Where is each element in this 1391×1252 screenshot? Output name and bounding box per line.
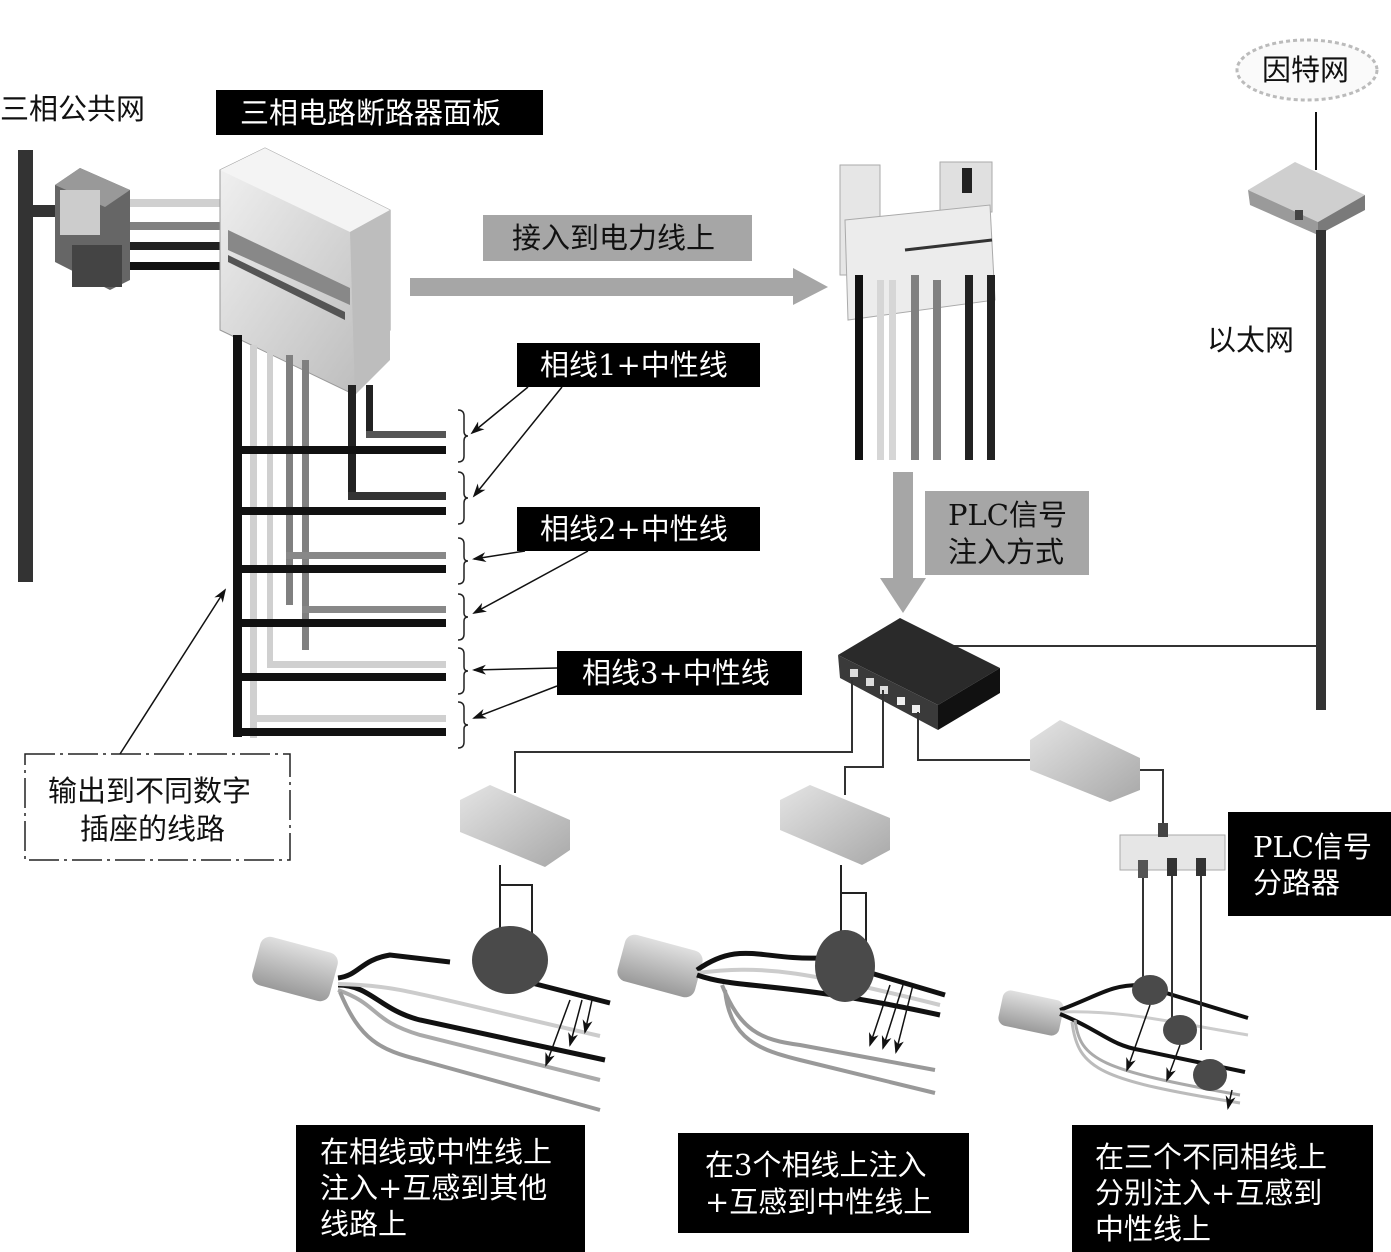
internet-cloud-icon [1235,38,1379,102]
plc-modem-icon [838,618,1000,730]
injection-down-arrow [880,472,926,613]
phase-pointer-arrows [470,386,589,719]
phase1-label-box [517,343,760,387]
connect-powerline-label-box [483,215,752,261]
phase3-label: 相线3+中性线 [582,656,770,690]
plc-splitter-icon [1119,823,1226,878]
method1-caption-line1: 在相线或中性线上 [320,1135,552,1169]
method2-caption-line2: +互感到中性线上 [705,1185,932,1219]
breaker-panel-label-box [216,90,543,135]
panel-output-wires [233,335,446,738]
phase1-label: 相线1+中性线 [540,348,728,382]
method3-arrows [1126,1004,1236,1110]
method1-cable-scene [252,926,611,1112]
method2-caption-line1: 在3个相线上注入 [705,1148,926,1182]
method1-caption-line2: 注入+互感到其他 [320,1171,547,1205]
splitter-label-box [1228,812,1391,916]
breaker-panel-icon [219,147,391,396]
method3-caption-line1: 在三个不同相线上 [1095,1140,1327,1174]
injection-method-label-line1: PLC信号 [948,498,1067,532]
ethernet-bus [1316,230,1326,710]
injection-method-label-box [925,491,1089,575]
output-lines-label-line2: 插座的线路 [80,812,225,846]
connect-powerline-arrow [410,268,828,305]
ethernet-label: 以太网 [1207,323,1294,357]
splitter-feed-cables [1142,876,1202,1050]
coupler-loops [499,865,867,950]
breaker-panel-label: 三相电路断路器面板 [240,96,501,130]
public-grid-pole [18,150,33,582]
method1-caption-line3: 线路上 [320,1207,407,1241]
connect-powerline-label: 接入到电力线上 [512,221,715,255]
modem-adapter-cables [514,680,1040,795]
electric-meter-icon [55,168,130,290]
router-icon [1248,162,1365,235]
output-lines-label-line1: 输出到不同数字 [48,774,251,808]
method3-couplers [1132,975,1227,1091]
method3-caption-line2: 分别注入+互感到 [1095,1176,1322,1210]
phase2-label-box [517,507,760,551]
splitter-label-line2: 分路器 [1253,866,1340,900]
splitter-label-line1: PLC信号 [1253,830,1372,864]
method3-caption-line3: 中性线上 [1095,1212,1211,1246]
adapter3-to-splitter-cable [1140,769,1164,828]
phase3-label-box [557,651,802,695]
din-rail-breaker-icon [839,161,996,460]
plc-adapter-1-icon [460,785,570,867]
output-lines-label-box [24,753,291,861]
plc-adapter-2-icon [780,785,890,865]
wire-pair-braces [457,409,469,749]
method2-cable-scene [617,930,946,1095]
phase2-label: 相线2+中性线 [540,512,728,546]
meter-to-panel-wires [130,199,220,270]
method1-caption-box [296,1125,585,1252]
grid-connector [30,205,60,217]
plc-adapter-3-icon [1030,720,1140,802]
method2-caption-box [678,1133,969,1233]
method3-caption-box [1072,1125,1373,1252]
internet-label: 因特网 [1262,53,1349,87]
output-lines-pointer-arrow [119,588,227,755]
injection-method-label-line2: 注入方式 [948,535,1064,569]
public-grid-label: 三相公共网 [0,92,145,126]
